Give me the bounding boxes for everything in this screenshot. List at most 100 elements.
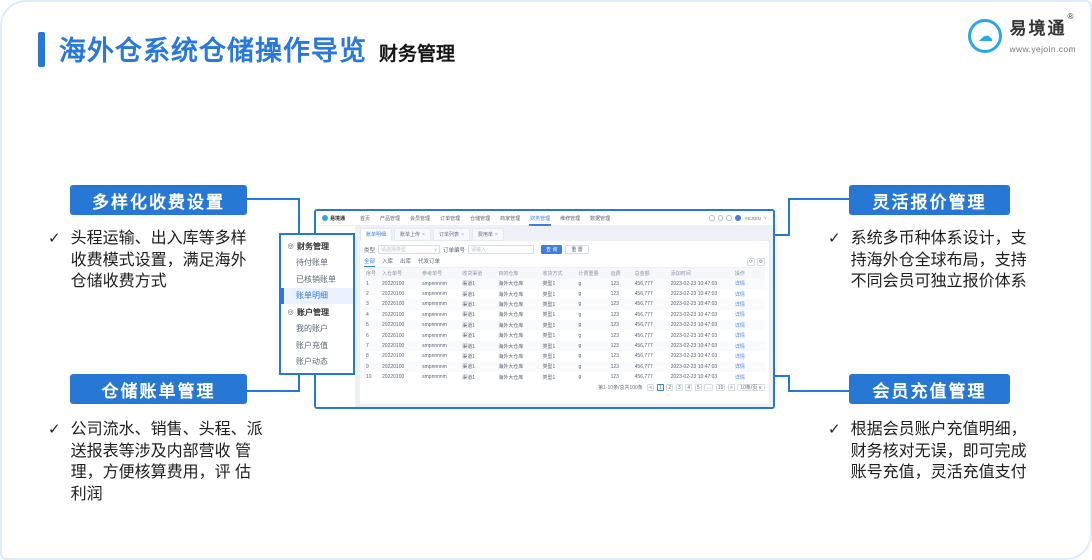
table-row[interactable]: 3 20220100 smpnnnnm 渠道1 海外大仓库 类型1 g 123 … — [364, 299, 765, 310]
subtab[interactable]: 全部 — [364, 259, 376, 267]
callout-recharge-title: 会员充值管理 — [849, 374, 1010, 404]
cell-index: 1 — [366, 280, 369, 287]
detail-link[interactable]: 详情 — [734, 343, 745, 350]
settings-gear-icon[interactable]: ⚙ — [757, 258, 765, 266]
detail-link[interactable]: 详情 — [734, 312, 745, 319]
page-number[interactable]: 2 — [666, 384, 674, 392]
app-nav-item[interactable]: 仓储管理 — [470, 215, 491, 222]
table-row[interactable]: 5 20220100 smpnnnnm 渠道1 海外大仓库 类型1 g 123 … — [364, 320, 765, 331]
close-icon[interactable]: × — [460, 231, 464, 238]
page-number[interactable]: 4 — [685, 384, 693, 392]
table-row[interactable]: 2 20220100 smpnnnnm 渠道1 海外大仓库 类型1 g 123 … — [364, 289, 765, 299]
cell-amount: 456,777 — [634, 291, 653, 298]
app-nav-item[interactable]: 维修管理 — [560, 215, 581, 222]
subtab-row: 全部 入库 出库 代发订单 ⟳ ⚙ — [364, 256, 765, 268]
tab[interactable]: 订单列表 × — [432, 228, 470, 241]
tab[interactable]: 账单明细 × — [360, 228, 393, 241]
menu-item-label: 账户动态 — [296, 357, 328, 367]
subtab[interactable]: 入库 — [382, 259, 394, 265]
detail-link[interactable]: 详情 — [734, 364, 745, 371]
app-nav-item[interactable]: 商家管理 — [500, 215, 521, 222]
bell-icon[interactable] — [709, 215, 715, 221]
subtab[interactable]: 出库 — [400, 259, 412, 265]
username[interactable]: YEJOIN — [744, 215, 761, 221]
menu-item-label: 财务管理 — [297, 241, 329, 251]
app-nav-item[interactable]: 会员管理 — [410, 215, 431, 222]
cell-warehouse: 海外大仓库 — [498, 343, 524, 350]
page-number[interactable]: 3 — [675, 384, 683, 392]
table-row[interactable]: 10 20220100 smpnnnnm 渠道1 海外大仓库 类型1 g 123… — [364, 372, 765, 382]
callout-recharge-bullet: ✓ 根据会员账户充值明细， 财务核对无误，即可完成 账号充值，灵活充值支付 — [828, 419, 1083, 484]
chevron-down-icon[interactable]: ∨ — [763, 215, 767, 220]
pagination: 第1-10条/总共100条 < 1 2 3 4 — [364, 382, 765, 393]
app-nav-item[interactable]: 财务管理 — [529, 211, 552, 226]
app-body: 账单明细 × 账单上传 × 订单列表 × — [316, 226, 773, 407]
menu-item[interactable]: ◎ 财务管理 — [281, 238, 353, 255]
menu-item[interactable]: 账户动态 — [281, 354, 353, 371]
cell-index: 8 — [366, 353, 369, 360]
close-icon[interactable]: × — [494, 231, 498, 238]
type-select[interactable]: 请选择类型 ∨ — [378, 245, 441, 254]
table-header: 序号 入仓单号 参考单号 收货渠道 目的仓库 收货方式 计费重量 — [364, 268, 765, 279]
order-number-input[interactable] — [468, 245, 535, 254]
page-number[interactable]: 10 — [715, 384, 726, 392]
menu-item[interactable]: 账户充值 — [281, 337, 353, 354]
table-row[interactable]: 8 20220100 smpnnnnm 渠道1 海外大仓库 类型1 g 123 … — [364, 351, 765, 361]
app-logo-name: 易境通 — [330, 215, 346, 222]
app-nav-item[interactable]: 首页 — [360, 215, 371, 222]
detail-link[interactable]: 详情 — [734, 374, 745, 381]
cell-index: 6 — [366, 332, 369, 339]
table-row[interactable]: 6 20220100 smpnnnnm 渠道1 海外大仓库 类型1 g 123 … — [364, 330, 765, 340]
subtabs: 全部 入库 出库 代发订单 — [364, 257, 440, 267]
cell-amount: 456,777 — [634, 332, 653, 339]
page-number[interactable]: 1 — [656, 384, 664, 392]
app-nav-item[interactable]: 订单管理 — [440, 215, 461, 222]
table-row[interactable]: 7 20220100 smpnnnnm 渠道1 海外大仓库 类型1 g 123 … — [364, 340, 765, 352]
detail-link[interactable]: 详情 — [734, 353, 745, 360]
cell-ref-no: smpnnnnm — [422, 353, 447, 360]
table-row[interactable]: 1 20220100 smpnnnnm 渠道1 海外大仓库 类型1 g 123 … — [364, 278, 765, 289]
cell-channel: 渠道1 — [462, 281, 476, 288]
cell-time: 2023-02-23 10:47:03 — [670, 363, 718, 370]
app-nav-item[interactable]: 数据管理 — [590, 215, 611, 222]
table-row[interactable]: 4 20220100 smpnnnnm 渠道1 海外大仓库 类型1 g 123 … — [364, 310, 765, 320]
detail-link[interactable]: 详情 — [734, 291, 745, 298]
globe-icon[interactable] — [726, 215, 732, 221]
menu-item-label: 账户管理 — [297, 307, 329, 317]
page-number[interactable]: … — [704, 384, 714, 392]
app-nav-item[interactable]: 产品管理 — [380, 215, 401, 222]
menu-item[interactable]: ◎ 账户管理 — [281, 304, 353, 321]
detail-link[interactable]: 详情 — [734, 281, 745, 288]
cell-weight: g — [578, 374, 582, 381]
tab[interactable]: 费用单 × — [471, 228, 504, 241]
refresh-icon[interactable]: ⟳ — [747, 258, 755, 266]
table-row[interactable]: 9 20220100 smpnnnnm 渠道1 海外大仓库 类型1 g 123 … — [364, 361, 765, 373]
next-page-button[interactable]: > — [727, 384, 735, 392]
reset-button[interactable]: 重 置 — [565, 245, 589, 254]
callout-billing-text: 公司流水、销售、头程、派 送报表等涉及内部营收 管 理，方便核算费用，评 估 利… — [70, 421, 263, 503]
cell-warehouse: 海外大仓库 — [498, 374, 524, 381]
help-icon[interactable] — [717, 215, 724, 221]
detail-link[interactable]: 详情 — [734, 322, 745, 329]
callout-quote-bullet: ✓ 系统多币种体系设计，支 持海外仓全球布局，支持 不同会员可独立报价体系 — [828, 228, 1083, 293]
cell-time: 2023-02-23 10:47:03 — [670, 374, 718, 381]
cell-ref-no: smpnnnnm — [422, 291, 447, 298]
subtab[interactable]: 代发订单 — [418, 259, 441, 265]
cell-index: 7 — [366, 343, 369, 350]
tab[interactable]: 账单上传 × — [394, 228, 431, 241]
callout-fee-title: 多样化收费设置 — [70, 185, 247, 215]
menu-item[interactable]: 已核销账单 — [281, 271, 353, 288]
menu-item[interactable]: 账单明细 — [281, 287, 353, 304]
search-button[interactable]: 查 询 — [541, 245, 563, 254]
menu-item[interactable]: 我的账户 — [281, 321, 353, 338]
avatar[interactable] — [734, 214, 742, 222]
page-size-select[interactable]: 10条/页 ∨ — [737, 384, 765, 392]
detail-link[interactable]: 详情 — [734, 301, 745, 308]
callout-recharge-text: 根据会员账户充值明细， 财务核对无误，即可完成 账号充值，灵活充值支付 — [850, 421, 1027, 481]
menu-item[interactable]: 待付账单 — [281, 255, 353, 272]
detail-link[interactable]: 详情 — [734, 333, 745, 340]
prev-page-button[interactable]: < — [647, 384, 655, 392]
close-icon[interactable]: × — [422, 231, 425, 238]
page-number[interactable]: 5 — [694, 384, 702, 392]
cell-receive-type: 类型1 — [542, 281, 556, 288]
